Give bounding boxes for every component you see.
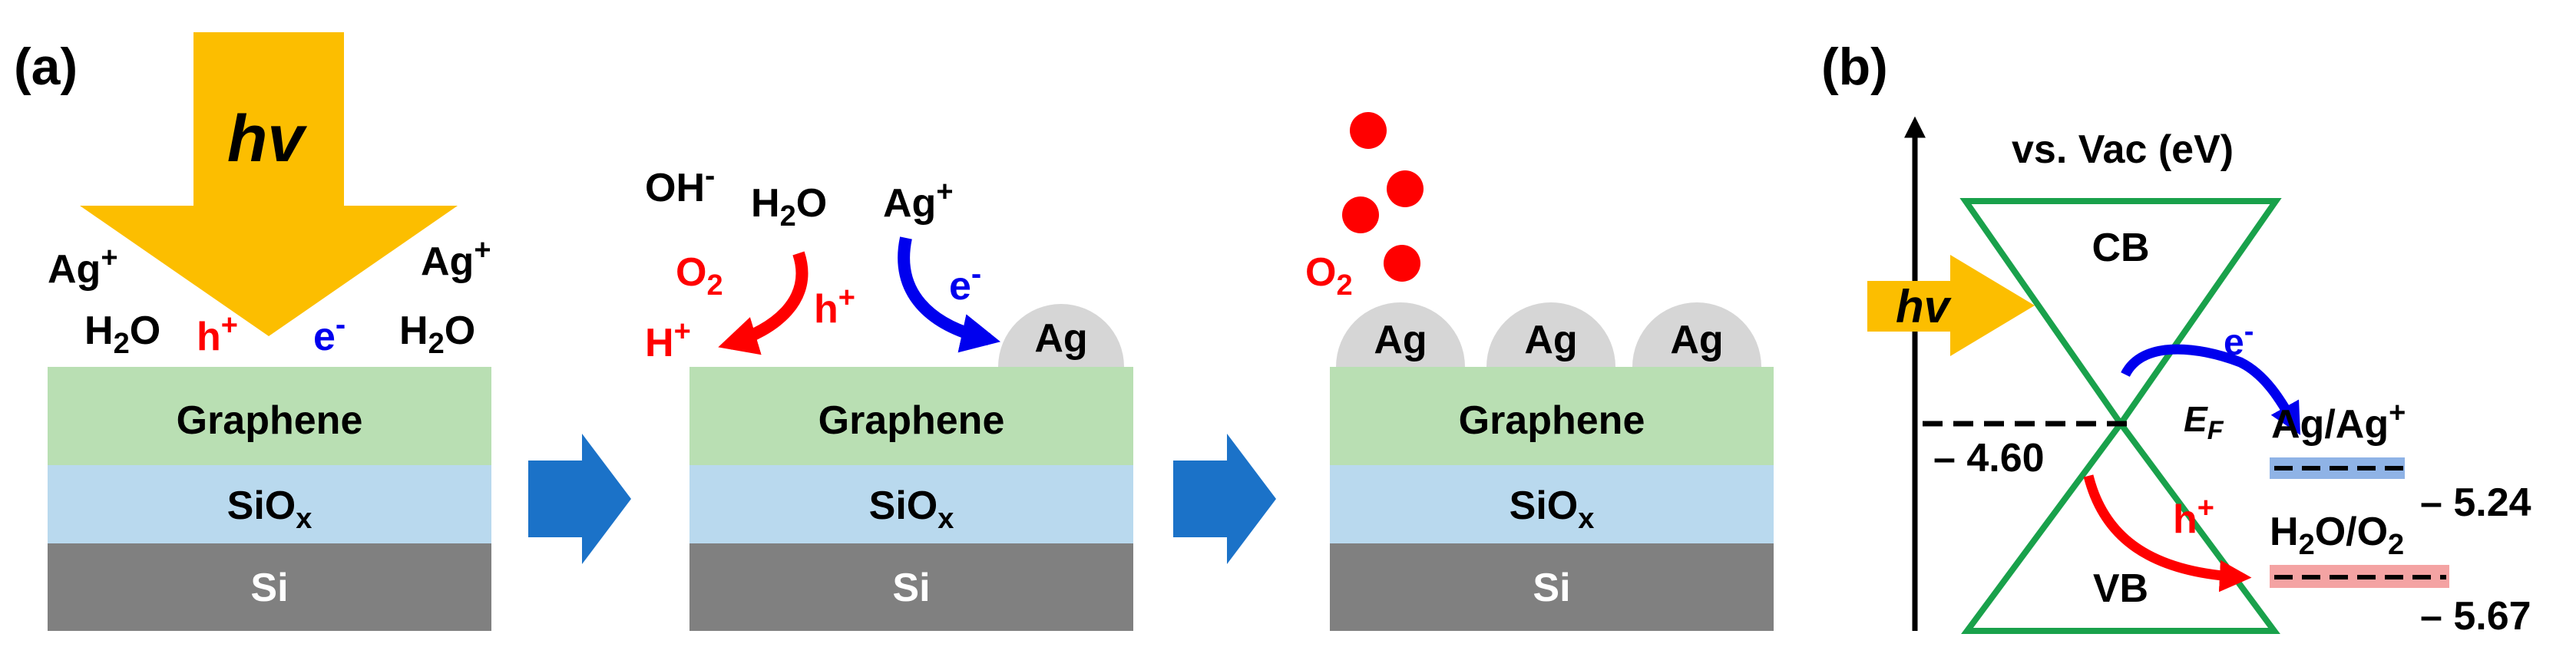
oxygen-label: O2 bbox=[676, 250, 723, 302]
silicon-label: Si bbox=[892, 566, 930, 610]
hole-label: h+ bbox=[2173, 492, 2214, 542]
electron-label: e- bbox=[949, 257, 981, 309]
light-arrow bbox=[1867, 255, 2035, 356]
step3-stack: Graphene SiOx Si bbox=[1330, 367, 1774, 631]
oxide-layer bbox=[48, 465, 491, 543]
silver-particle-label: Ag bbox=[1524, 318, 1577, 362]
silver-particle-label: Ag bbox=[1374, 318, 1427, 362]
water-energy: – 5.67 bbox=[2420, 594, 2531, 639]
oxygen-label: O2 bbox=[1305, 250, 1353, 302]
vb-label: VB bbox=[2093, 566, 2148, 611]
water-left: H2O bbox=[84, 309, 160, 360]
oxide-label: SiOx bbox=[869, 484, 954, 535]
ag-energy: – 5.24 bbox=[2420, 480, 2531, 525]
reduction-arrow bbox=[898, 236, 1001, 353]
silver-particle bbox=[998, 304, 1124, 367]
silver-particle-label: Ag bbox=[1034, 316, 1087, 361]
process-arrow-1 bbox=[528, 434, 631, 564]
water-right: H2O bbox=[399, 309, 475, 360]
water-couple-label: H2O/O2 bbox=[2270, 510, 2404, 561]
process-arrow-2 bbox=[1173, 434, 1276, 564]
hole-label: h+ bbox=[814, 282, 855, 332]
silicon-label: Si bbox=[250, 566, 288, 610]
water-label: H2O bbox=[751, 181, 827, 233]
oxide-label: SiOx bbox=[1510, 484, 1595, 535]
graphene-layer bbox=[689, 367, 1133, 465]
fermi-energy: – 4.60 bbox=[1933, 436, 2045, 480]
oxygen-bubble bbox=[1350, 112, 1387, 149]
graphene-layer bbox=[1330, 367, 1774, 465]
oxide-layer bbox=[1330, 465, 1774, 543]
silicon-layer bbox=[48, 543, 491, 631]
electron-label: e- bbox=[313, 308, 346, 359]
hole-transfer-arrow bbox=[2083, 474, 2252, 593]
silicon-layer bbox=[689, 543, 1133, 631]
silver-particle-label: Ag bbox=[1670, 318, 1723, 362]
silver-particle bbox=[1486, 302, 1615, 367]
electron-transfer-arrow bbox=[2121, 344, 2301, 435]
proton-label: H+ bbox=[645, 315, 691, 365]
oxygen-bubble bbox=[1387, 170, 1424, 207]
ag-couple-label: Ag/Ag+ bbox=[2271, 397, 2406, 447]
graphene-layer bbox=[48, 367, 491, 465]
fermi-level-label: EF bbox=[2184, 399, 2224, 445]
light-label: hv bbox=[227, 102, 308, 176]
conduction-band-cone bbox=[1959, 198, 2282, 429]
silicon-label: Si bbox=[1533, 566, 1570, 610]
graphene-label: Graphene bbox=[177, 398, 363, 443]
ag-ion-right: Ag+ bbox=[421, 234, 491, 284]
axis-title: vs. Vac (eV) bbox=[2012, 127, 2234, 172]
silver-particle bbox=[1336, 302, 1465, 367]
light-label: hv bbox=[1896, 281, 1953, 332]
hole-label: h+ bbox=[197, 309, 238, 359]
panel-b-label: (b) bbox=[1821, 38, 1888, 96]
silver-particle bbox=[1632, 302, 1761, 367]
oxide-layer bbox=[689, 465, 1133, 543]
step2-stack: Graphene SiOx Si bbox=[689, 367, 1133, 631]
graphene-label: Graphene bbox=[1459, 398, 1645, 443]
oxidation-arrow bbox=[718, 251, 809, 355]
silicon-layer bbox=[1330, 543, 1774, 631]
ag-ion-label: Ag+ bbox=[883, 176, 954, 226]
light-arrow bbox=[80, 32, 458, 336]
oxygen-bubble bbox=[1342, 196, 1379, 233]
valence-band-cone bbox=[1961, 418, 2280, 634]
electron-label: e- bbox=[2224, 315, 2254, 363]
step1-stack: Graphene SiOx Si bbox=[48, 367, 491, 631]
panel-a-label: (a) bbox=[14, 38, 78, 96]
graphene-label: Graphene bbox=[818, 398, 1005, 443]
hydroxide-label: OH- bbox=[645, 159, 715, 210]
oxygen-bubble bbox=[1384, 245, 1420, 282]
cb-label: CB bbox=[2092, 226, 2149, 270]
ag-ion-left: Ag+ bbox=[48, 242, 118, 292]
oxide-label: SiOx bbox=[227, 484, 312, 535]
